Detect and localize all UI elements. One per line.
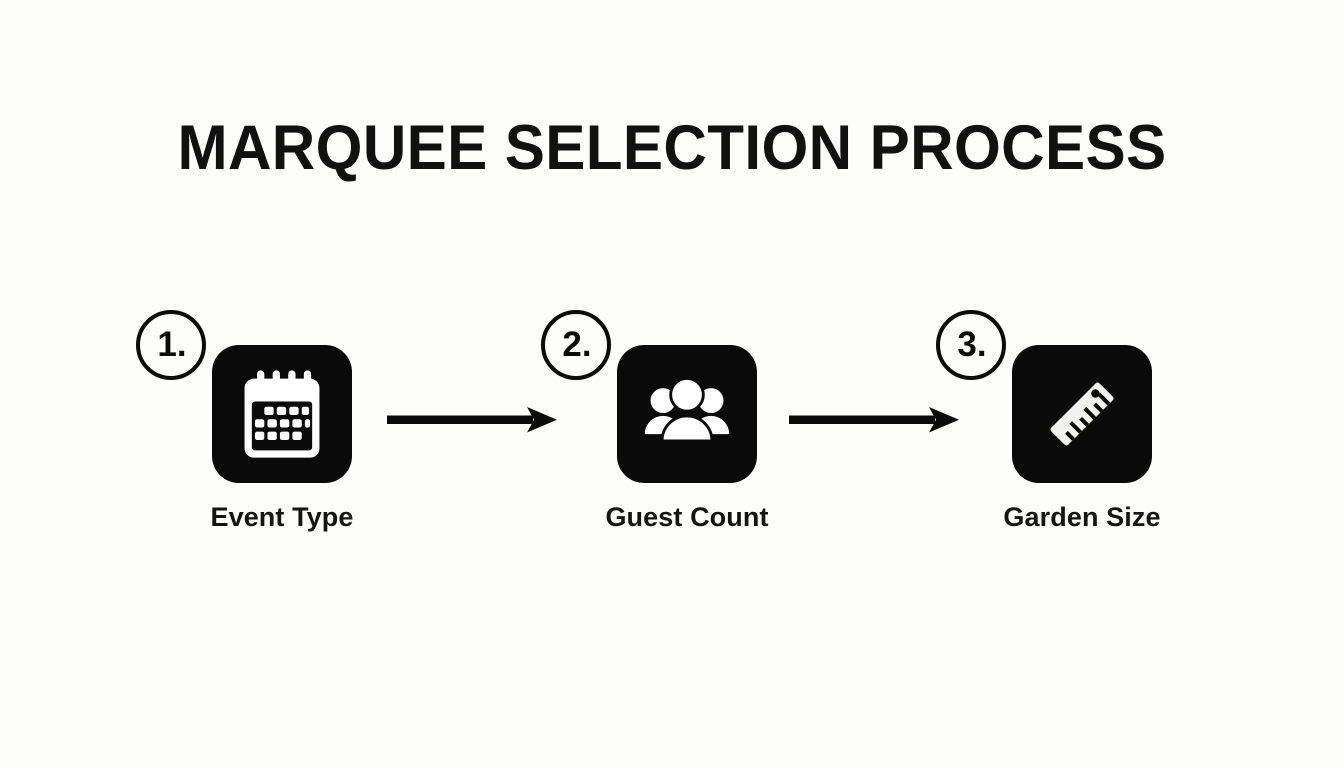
arrow-step1-to-step2 [387,405,559,435]
step-number-label: 2. [562,324,592,364]
step-number-label: 1. [157,324,187,364]
page-title: MARQUEE SELECTION PROCESS [177,113,1167,183]
step-icon-tile-2[interactable] [617,345,757,483]
step-label-1: Event Type [210,502,354,532]
step-icon-tile-3[interactable] [1012,345,1152,483]
calendar-icon [212,345,352,483]
step-number-badge-3: 3. [936,310,1006,380]
ruler-icon [1012,345,1152,483]
step-label-3: Garden Size [1003,502,1161,532]
step-number-badge-2: 2. [541,310,611,380]
arrow-step2-to-step3 [789,405,961,435]
step-number-badge-1: 1. [136,310,206,380]
process-step-1[interactable]: 1. [136,310,397,560]
process-step-2[interactable]: 2. Guest Count [541,310,802,560]
people-group-icon [617,345,757,483]
step-icon-tile-1[interactable] [212,345,352,483]
process-step-3[interactable]: 3. [936,310,1197,560]
step-number-label: 3. [957,324,987,364]
step-label-2: Guest Count [605,502,769,532]
